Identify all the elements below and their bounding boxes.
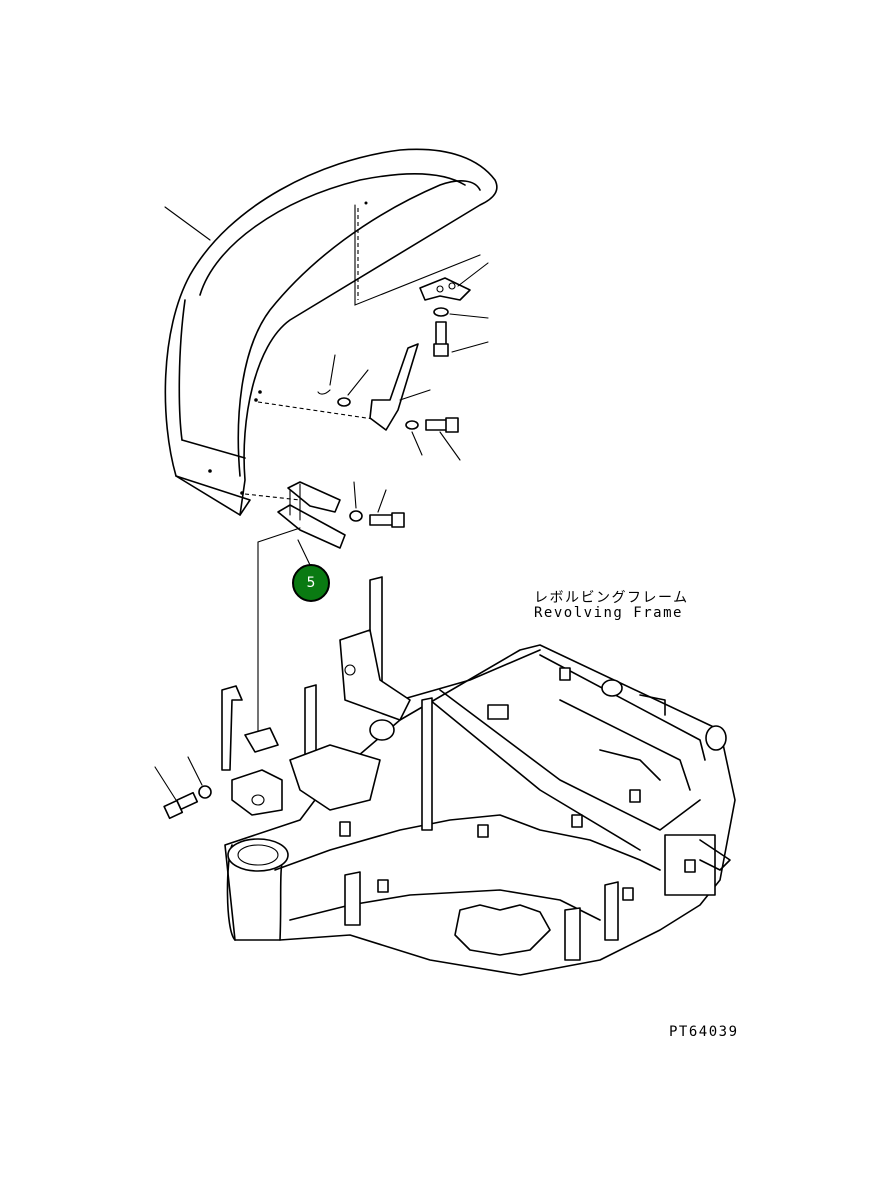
leader-line [449,313,489,319]
frame-label-english: Revolving Frame [534,605,683,621]
leader-line [399,389,431,401]
stay-bracket[interactable] [317,343,419,431]
leader-line [164,206,211,241]
leader-line [377,489,387,513]
washer[interactable] [349,510,363,522]
washer[interactable] [337,397,351,407]
bolt[interactable] [433,321,449,357]
callout-badge-5[interactable]: 5 [292,564,330,602]
leader-line [347,369,369,396]
leader-line [439,431,461,461]
leader-line [451,341,489,353]
revolving-frame[interactable] [221,576,736,976]
bolt[interactable] [425,417,459,433]
frame-label-japanese: レボルビングフレーム [534,590,689,606]
washer[interactable] [198,785,212,799]
drawing-number: PT64039 [669,1024,739,1040]
bolt[interactable] [369,512,405,528]
leader-line [457,262,489,287]
leader-line [187,756,203,786]
leader-line [154,766,177,801]
washer[interactable] [433,307,449,317]
guide-line [257,527,301,543]
bolt[interactable] [163,791,199,820]
upper-bracket[interactable] [419,277,471,301]
washer[interactable] [405,420,419,430]
leader-line [297,539,311,566]
leader-line [329,354,336,386]
leader-line [353,481,357,509]
fender-cover[interactable] [164,148,498,516]
leader-line [411,431,423,456]
hinge-bracket[interactable] [277,481,346,549]
